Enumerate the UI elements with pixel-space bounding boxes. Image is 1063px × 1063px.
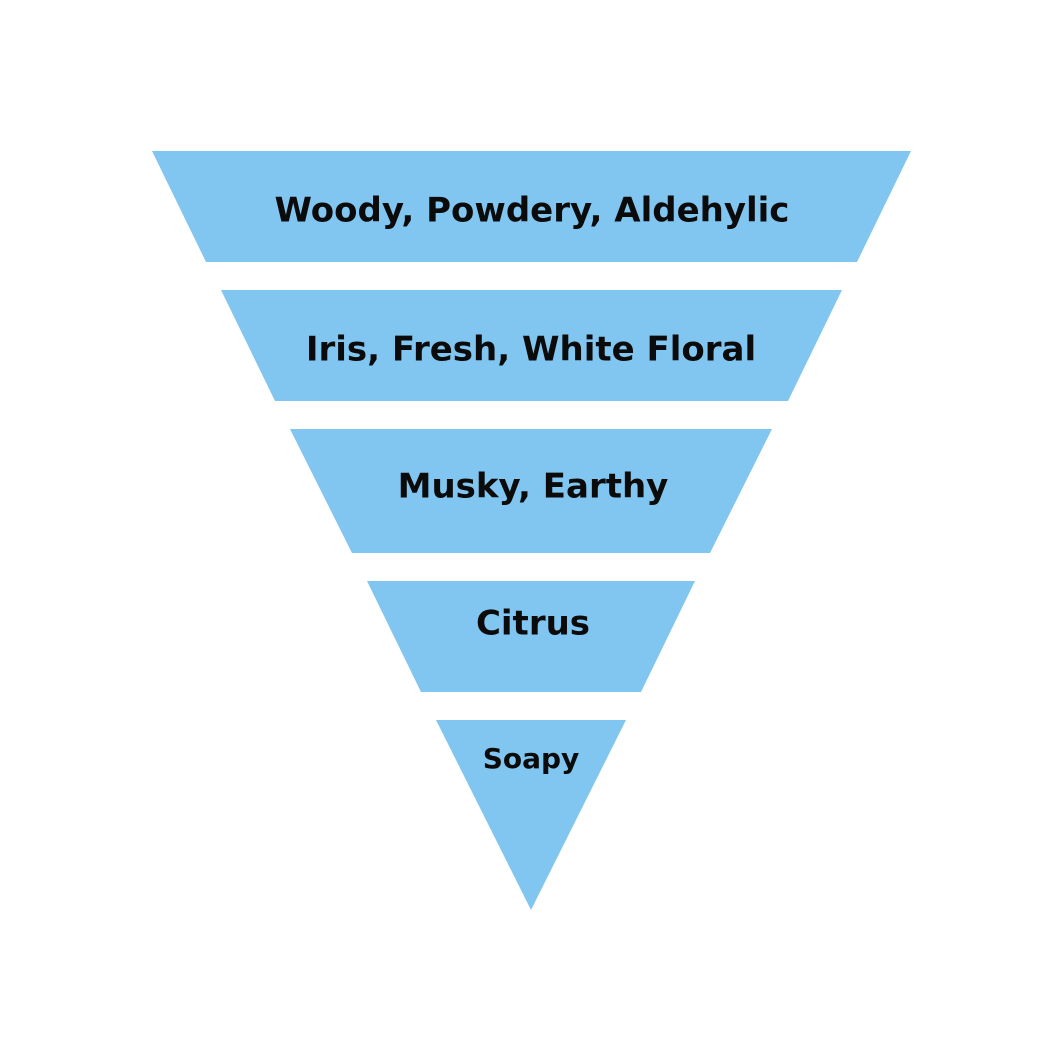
tier-2: Iris, Fresh, White Floral (221, 290, 842, 401)
tier-4-band (367, 581, 695, 692)
tier-2-label: Iris, Fresh, White Floral (306, 330, 756, 370)
tier-5: Soapy (436, 720, 626, 910)
tier-3-band (290, 429, 772, 553)
tier-1-label: Woody, Powdery, Aldehylic (275, 191, 790, 231)
tier-1: Woody, Powdery, Aldehylic (152, 151, 911, 262)
tier-1-band (152, 151, 911, 262)
tier-5-label: Soapy (483, 742, 580, 775)
tier-3: Musky, Earthy (290, 429, 772, 553)
tier-5-band (436, 720, 626, 910)
tier-2-band (221, 290, 842, 401)
tier-3-label: Musky, Earthy (398, 467, 669, 507)
tier-4: Citrus (367, 581, 695, 692)
tier-4-label: Citrus (476, 604, 590, 644)
